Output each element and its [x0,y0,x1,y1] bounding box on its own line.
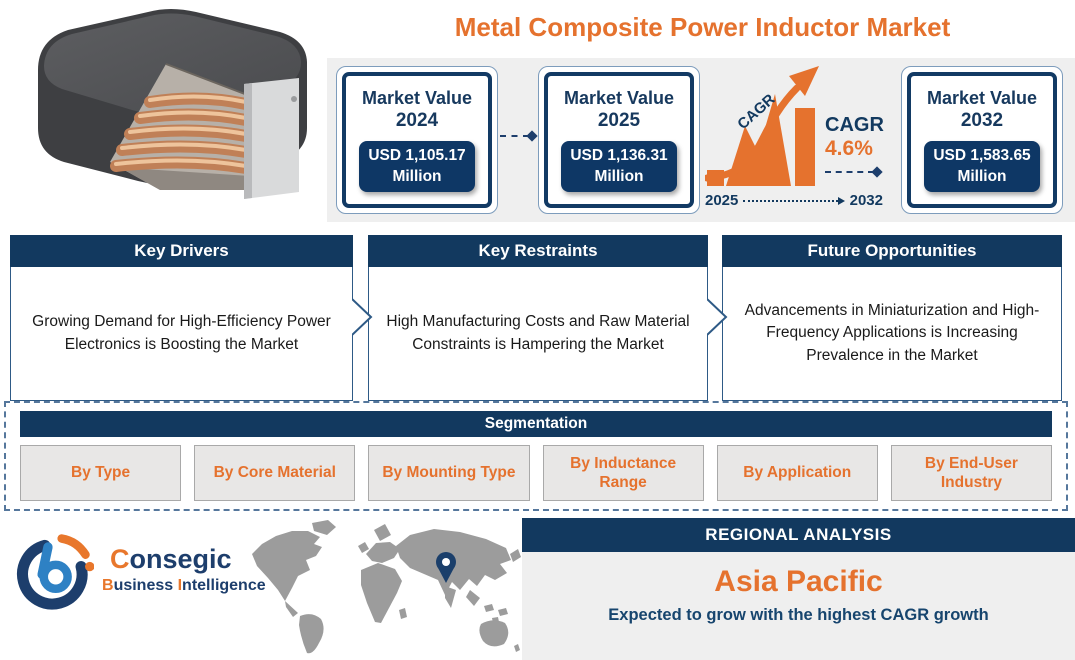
brand-text: Consegic Business Intelligence [102,544,266,595]
market-value-card-2024: Market Value 2024 USD 1,105.17 Million [336,66,498,214]
segmentation-section: Segmentation By Type By Core Material By… [4,401,1068,511]
segment-by-inductance-range: By Inductance Range [542,445,704,501]
segmentation-items: By Type By Core Material By Mounting Typ… [20,445,1053,501]
market-value-pill: USD 1,583.65 Million [924,141,1040,192]
market-value-card-inner: Market Value 2032 USD 1,583.65 Million [907,72,1057,208]
market-value-unit: Million [594,167,644,185]
segment-by-core-material: By Core Material [194,445,356,501]
future-opportunities-text: Advancements in Miniaturization and High… [722,267,1062,401]
key-drivers-title: Key Drivers [10,235,353,267]
cagr-year-range: 2025 2032 [705,192,883,209]
market-value-label: Market Value [926,88,1038,109]
key-drivers-text: Growing Demand for High-Efficiency Power… [10,267,353,401]
region-subtitle: Expected to grow with the highest CAGR g… [608,606,989,624]
market-value-card-2025: Market Value 2025 USD 1,136.31 Million [538,66,700,214]
segment-by-end-user-industry: By End-User Industry [890,445,1053,501]
future-opportunities-title: Future Opportunities [722,235,1062,267]
market-value-year: 2032 [960,110,1004,132]
market-value-card-inner: Market Value 2024 USD 1,105.17 Million [342,72,492,208]
inductor-illustration-icon [38,9,307,199]
diamond-arrow-icon [526,130,538,142]
inductor-photo [0,0,330,230]
key-restraints-title: Key Restraints [368,235,708,267]
regional-analysis-title: REGIONAL ANALYSIS [522,518,1075,552]
cagr-value: 4.6% [825,137,873,160]
market-value-card-2032: Market Value 2032 USD 1,583.65 Million [901,66,1063,214]
cagr-end-year: 2032 [849,192,883,209]
market-value-label: Market Value [563,88,675,109]
key-restraints-box: Key Restraints High Manufacturing Costs … [368,235,708,401]
market-stats-panel: Market Value 2024 USD 1,105.17 Million M… [327,58,1075,222]
regional-analysis-section: REGIONAL ANALYSIS Asia Pacific Expected … [522,518,1075,660]
brand-logo: Consegic Business Intelligence [14,528,266,612]
market-value-amount: USD 1,105.17 [368,147,466,165]
dash-line [825,171,874,173]
dashed-connector-icon [825,166,883,178]
segmentation-title: Segmentation [20,411,1052,437]
market-value-unit: Million [392,167,442,185]
segment-by-application: By Application [716,445,878,501]
cagr-label: CAGR [825,114,884,136]
market-value-unit: Million [957,167,1007,185]
chevron-right-icon [707,298,728,336]
growth-chart-icon: CAGR [705,66,819,186]
market-value-card-inner: Market Value 2025 USD 1,136.31 Million [544,72,694,208]
dotted-line [743,199,838,202]
region-name: Asia Pacific [714,565,883,598]
market-value-pill: USD 1,136.31 Million [561,141,677,192]
location-pin-icon [436,552,456,583]
segment-by-mounting-type: By Mounting Type [368,445,530,501]
diamond-arrow-icon [871,166,883,178]
segment-by-type: By Type [20,445,182,501]
market-value-amount: USD 1,136.31 [570,147,668,165]
future-opportunities-box: Future Opportunities Advancements in Min… [722,235,1062,401]
market-value-label: Market Value [361,88,473,109]
right-arrowhead-icon [837,196,845,205]
world-map-icon [252,520,521,654]
key-drivers-box: Key Drivers Growing Demand for High-Effi… [10,235,353,401]
cagr-value-block: CAGR 4.6% [825,114,897,178]
world-map [248,518,523,658]
cagr-start-year: 2025 [705,192,739,209]
chevron-right-icon [352,298,373,336]
market-value-year: 2024 [395,110,439,132]
page-title: Metal Composite Power Inductor Market [454,12,951,42]
regional-analysis-body: Asia Pacific Expected to grow with the h… [522,552,1075,625]
brand-tagline: Business Intelligence [102,576,266,594]
dash-line [500,135,529,137]
market-value-year: 2025 [597,110,641,132]
market-value-amount: USD 1,583.65 [933,147,1031,165]
cagr-graphic: CAGR CAGR 4.6% 2025 2032 [705,64,897,216]
brand-logo-icon [16,534,94,610]
dashed-connector-icon [500,130,538,142]
key-restraints-text: High Manufacturing Costs and Raw Materia… [368,267,708,401]
brand-name: Consegic [110,544,232,575]
market-value-pill: USD 1,105.17 Million [359,141,475,192]
